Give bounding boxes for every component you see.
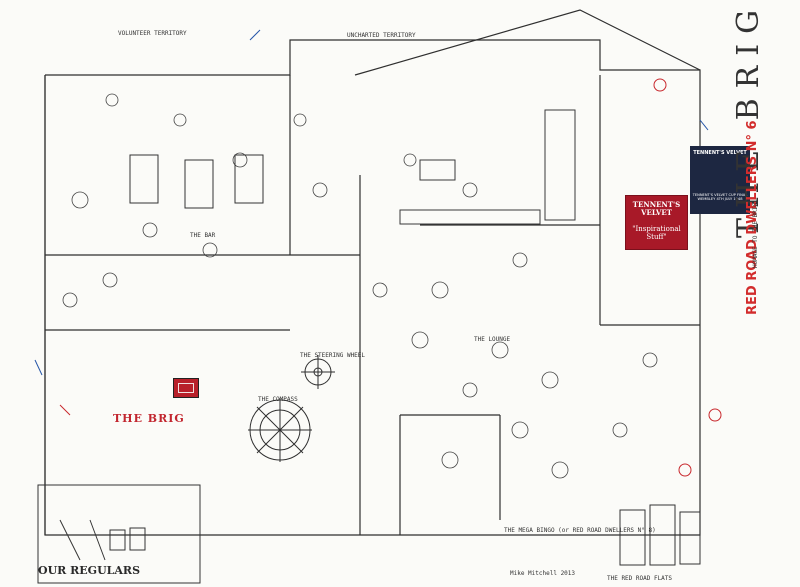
section-label-bar: THE BAR: [190, 232, 216, 239]
our-regulars-label: OUR REGULARS: [38, 564, 141, 577]
section-label-uncharted: UNCHARTED TERRITORY: [347, 32, 416, 39]
tennents-panel: TENNENT'S VELVET "Inspirational Stuff": [625, 195, 688, 250]
tennents-crest-title: TENNENT'S VELVET: [693, 150, 747, 156]
section-label-volunteer: VOLUNTEER TERRITORY: [118, 30, 187, 37]
tennents-panel-sub: "Inspirational Stuff": [632, 225, 681, 241]
section-label-compass: THE COMPASS: [258, 396, 298, 403]
red-road-flats-label: THE RED ROAD FLATS: [607, 575, 673, 582]
bingo-label: THE MEGA BINGO (or RED ROAD DWELLERS N° …: [504, 527, 656, 534]
section-label-lounge: THE LOUNGE: [474, 336, 511, 343]
ship-sign-icon: [173, 378, 199, 398]
tennents-crest-caption: TENNENT'S VELVET CUP FINAL WEMBLEY 4TH J…: [692, 193, 748, 201]
section-label-steering-wheel: THE STEERING WHEEL: [300, 352, 366, 359]
brig-logo: THE BRIG: [113, 412, 185, 425]
artist-signature: Mike Mitchell 2013: [510, 570, 576, 577]
tennents-crest: TENNENT'S VELVET TENNENT'S VELVET CUP FI…: [690, 146, 750, 214]
small-title-vertical: HOMAGE TO THE BRIG: [752, 202, 759, 268]
tennents-panel-title: TENNENT'S VELVET: [632, 200, 681, 217]
